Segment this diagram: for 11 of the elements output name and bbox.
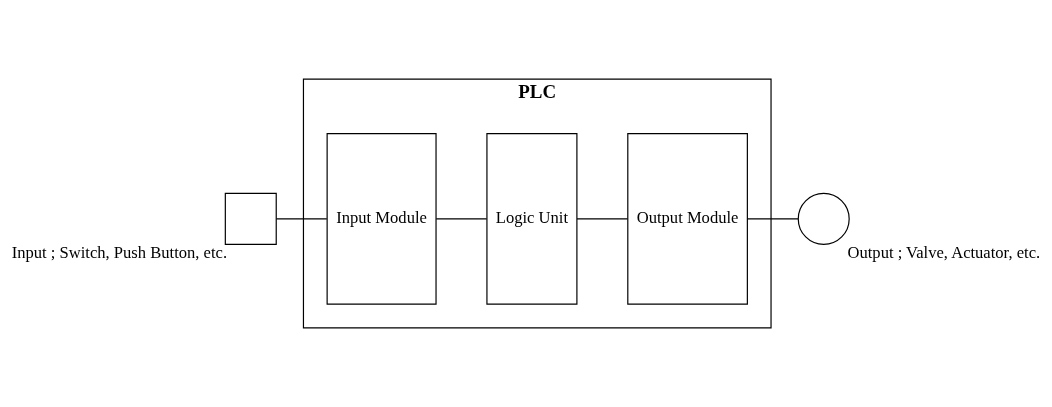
connector: [275, 218, 328, 220]
node-circle: [797, 192, 850, 245]
connector: [435, 218, 488, 220]
node-label: Output ; Valve, Actuator, etc.: [847, 242, 1041, 262]
node-box: [224, 192, 277, 245]
node-label: Input ; Switch, Push Button, etc.: [11, 242, 228, 262]
node-box: Logic Unit: [486, 133, 578, 305]
node-box: Output Module: [627, 133, 748, 305]
node-box: Input Module: [326, 133, 437, 305]
connector: [576, 218, 629, 220]
connector: [746, 218, 799, 220]
